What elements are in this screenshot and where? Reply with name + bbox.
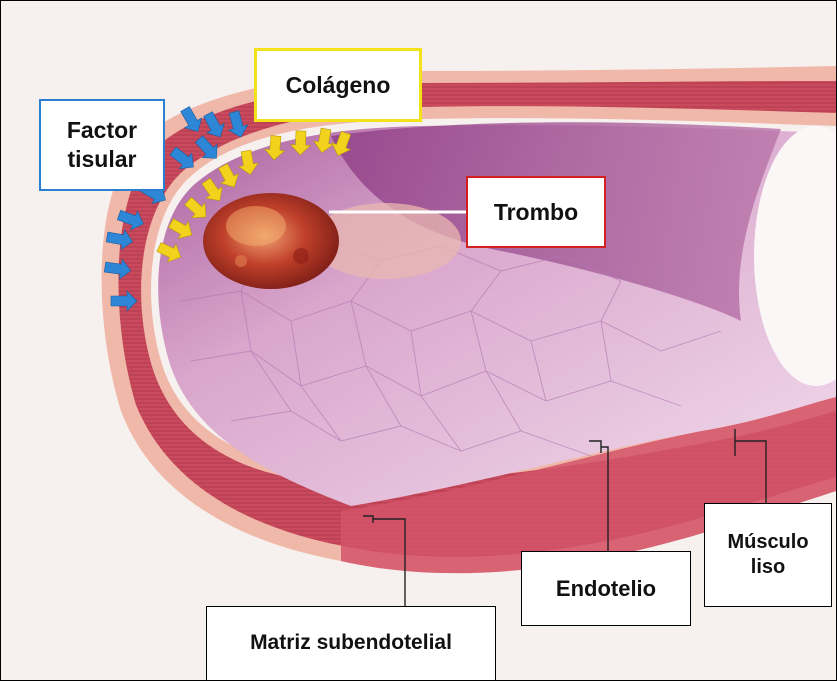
musculo-liso-label: Músculo liso xyxy=(704,503,832,607)
matriz-subendotelial-text: Matriz subendotelial xyxy=(250,630,452,656)
endotelio-text: Endotelio xyxy=(556,575,656,603)
endotelio-label: Endotelio xyxy=(521,551,691,626)
factor-tisular-text: Factor tisular xyxy=(67,116,137,174)
musculo-liso-text: Músculo liso xyxy=(727,530,808,580)
colageno-label: Colágeno xyxy=(254,48,422,122)
factor-tisular-label: Factor tisular xyxy=(39,99,165,191)
trombo-text: Trombo xyxy=(494,198,578,227)
trombo-label: Trombo xyxy=(466,176,606,248)
matriz-subendotelial-label: Matriz subendotelial xyxy=(206,606,496,681)
colageno-text: Colágeno xyxy=(286,71,391,100)
